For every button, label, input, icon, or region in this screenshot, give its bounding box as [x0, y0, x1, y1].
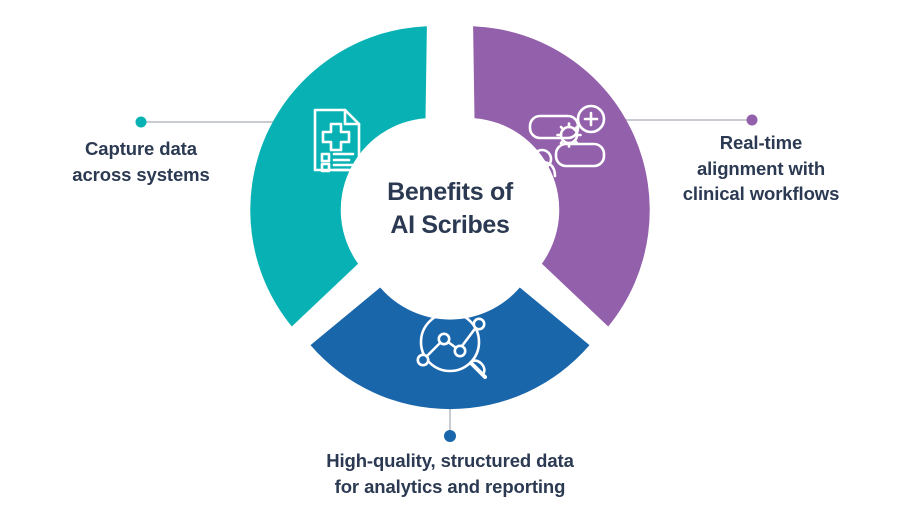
label-structured-data: High-quality, structured data for analyt…	[326, 450, 574, 497]
connector-dot-bottom[interactable]	[444, 430, 456, 442]
connector-dot-right[interactable]	[746, 114, 758, 126]
segment-real-time-alignment[interactable]	[473, 26, 650, 327]
segment-capture-data[interactable]	[250, 26, 427, 327]
medical-record-icon	[313, 108, 361, 173]
segment-structured-data[interactable]	[310, 287, 590, 410]
connector-dot-left[interactable]	[135, 116, 147, 128]
label-real-time-alignment: Real-time alignment with clinical workfl…	[682, 132, 840, 205]
workflow-settings-icon	[527, 104, 606, 178]
center-title: Benefits of AI Scribes	[387, 178, 513, 239]
label-capture-data: Capture data across systems	[72, 138, 210, 185]
data-analytics-search-icon	[416, 311, 487, 379]
